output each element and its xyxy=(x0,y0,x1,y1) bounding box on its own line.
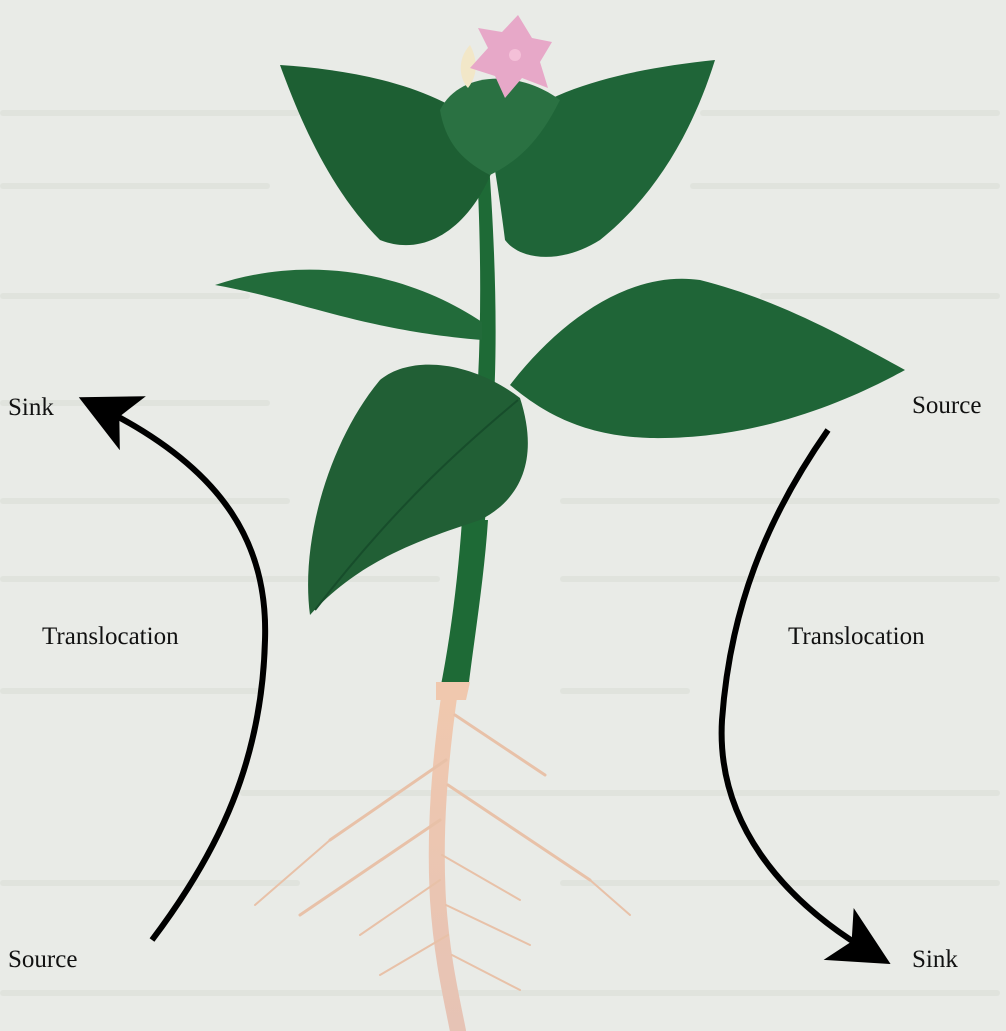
label-sink-bottom-right: Sink xyxy=(912,947,958,972)
leaf-left-middle xyxy=(215,270,482,340)
lower-stem xyxy=(440,520,488,690)
translocation-arrow-left xyxy=(95,405,265,940)
label-source-top-right: Source xyxy=(912,393,981,418)
translocation-arrow-right xyxy=(722,430,875,955)
label-sink-top-left: Sink xyxy=(8,395,54,420)
roots xyxy=(255,690,630,1031)
leaf-right-large xyxy=(510,279,905,438)
label-translocation-right: Translocation xyxy=(788,624,925,649)
label-translocation-left: Translocation xyxy=(42,624,179,649)
stem-root-junction xyxy=(436,682,470,700)
label-source-bottom-left: Source xyxy=(8,947,77,972)
